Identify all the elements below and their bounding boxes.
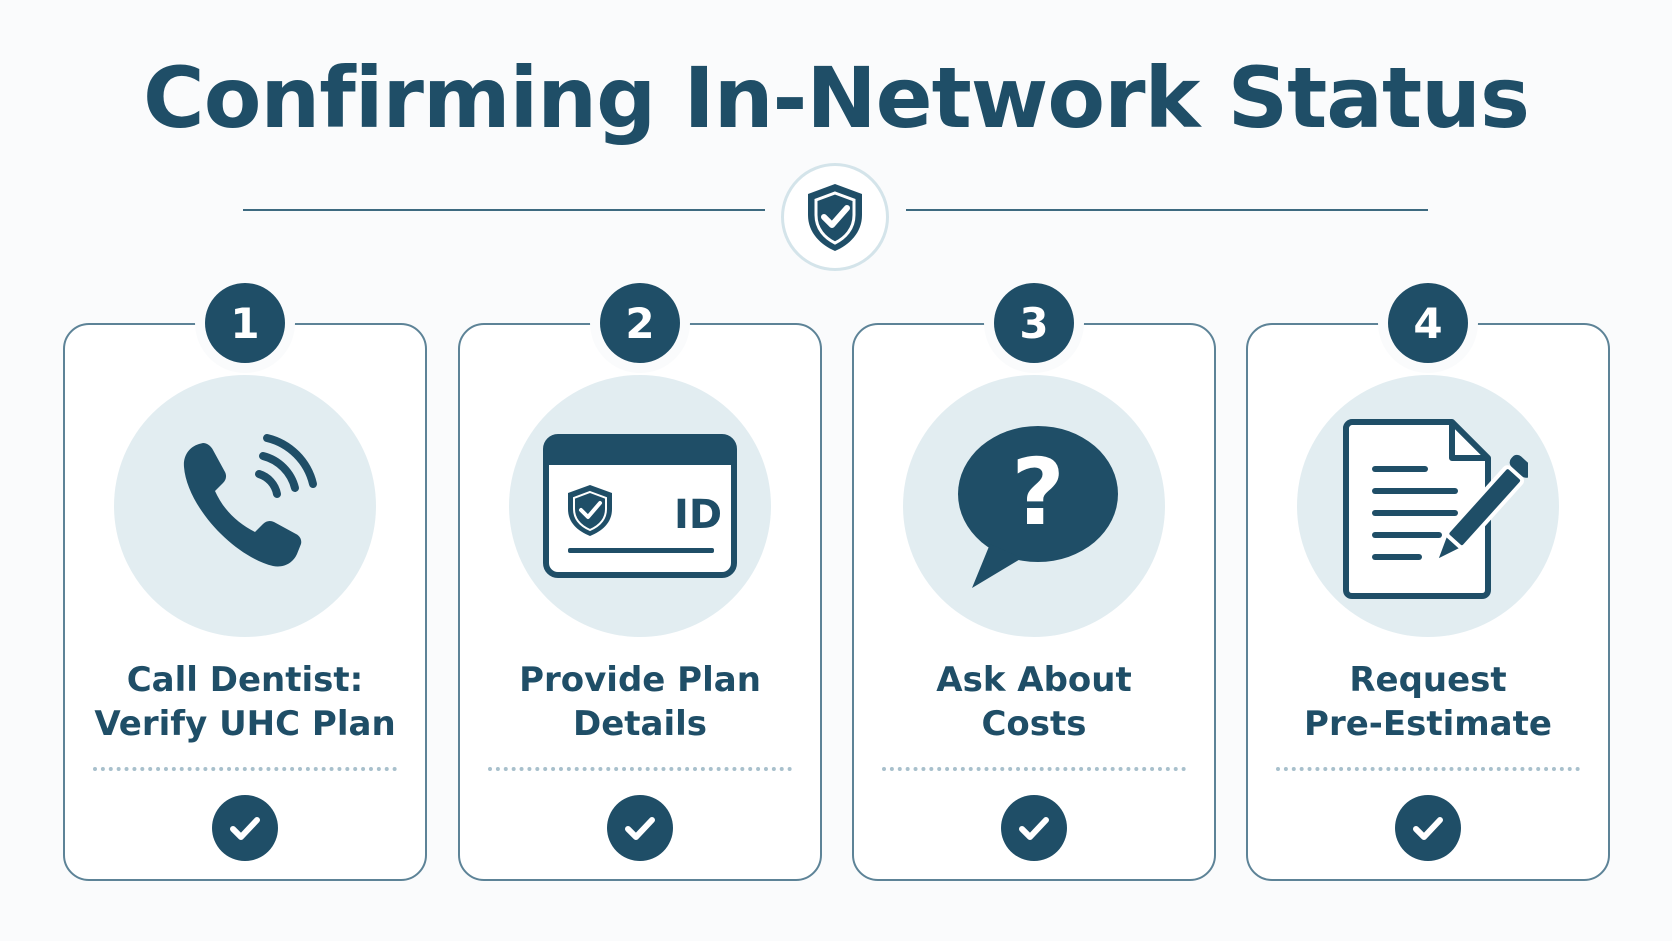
step-number-2: 2 bbox=[600, 283, 680, 363]
step-label: Request Pre-Estimate bbox=[1304, 660, 1552, 744]
step-number-1: 1 bbox=[205, 283, 285, 363]
check-circle-icon bbox=[1001, 795, 1067, 861]
check-circle-icon bbox=[607, 795, 673, 861]
step-card-4: Request Pre-Estimate bbox=[1246, 323, 1610, 881]
divider-left bbox=[243, 209, 765, 211]
question-bubble-icon: ? bbox=[958, 426, 1118, 588]
question-mark: ? bbox=[1011, 439, 1064, 546]
step-icon-circle: ID bbox=[509, 375, 771, 637]
step-label: Ask About Costs bbox=[936, 660, 1132, 744]
dotted-divider bbox=[882, 767, 1186, 771]
page-title: Confirming In-Network Status bbox=[143, 49, 1530, 147]
dotted-divider bbox=[1276, 767, 1580, 771]
step-card-2: ID Provide Plan Details bbox=[458, 323, 822, 881]
phone-icon bbox=[183, 434, 317, 567]
check-circle-icon bbox=[212, 795, 278, 861]
shield-check-icon bbox=[808, 184, 862, 251]
step-icon-circle bbox=[1297, 375, 1559, 637]
id-card-icon: ID bbox=[543, 434, 737, 578]
id-text: ID bbox=[674, 492, 722, 538]
check-circle-icon bbox=[1395, 795, 1461, 861]
step-icon-circle bbox=[114, 375, 376, 637]
divider-right bbox=[906, 209, 1428, 211]
step-number-3: 3 bbox=[994, 283, 1074, 363]
step-card-3: ? Ask About Costs bbox=[852, 323, 1216, 881]
dotted-divider bbox=[93, 767, 397, 771]
dotted-divider bbox=[488, 767, 792, 771]
step-label: Call Dentist: Verify UHC Plan bbox=[94, 660, 396, 744]
document-pen-icon bbox=[1343, 419, 1528, 599]
step-number-4: 4 bbox=[1388, 283, 1468, 363]
step-card-1: Call Dentist: Verify UHC Plan bbox=[63, 323, 427, 881]
header-badge bbox=[781, 163, 889, 271]
step-icon-circle: ? bbox=[903, 375, 1165, 637]
step-label: Provide Plan Details bbox=[519, 660, 761, 744]
